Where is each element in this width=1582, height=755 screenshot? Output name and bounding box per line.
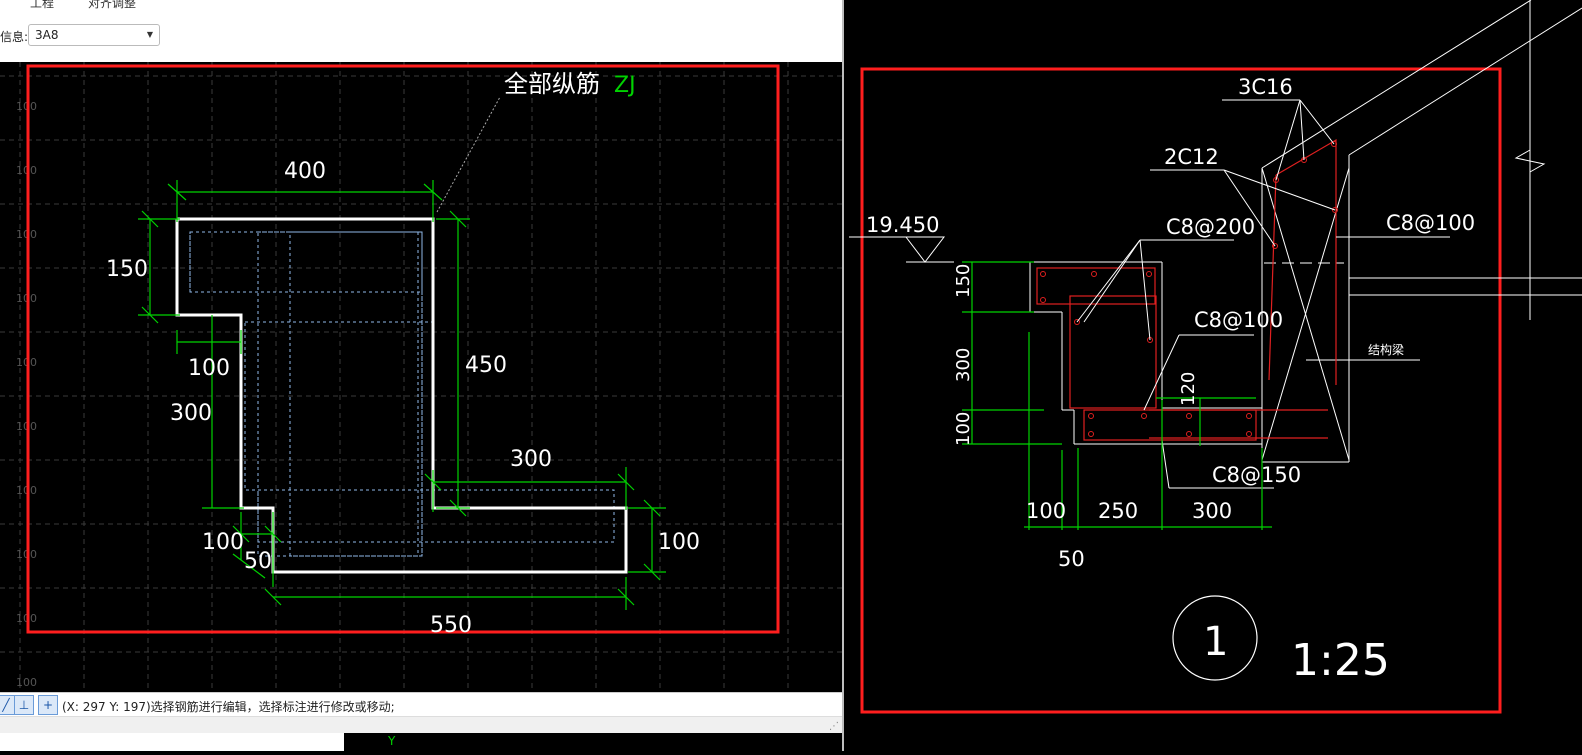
tab-align-adjust[interactable]: 对齐调整 [88, 0, 137, 10]
dim-50[interactable]: 50 [244, 549, 272, 574]
selection-frame [26, 64, 780, 634]
dim-450[interactable]: 450 [465, 353, 507, 378]
status-bar: ╱ ⊥ + (X: 297 Y: 197)选择钢筋进行编辑，选择标注进行修改或移… [0, 692, 842, 717]
callout-code: ZJ [614, 73, 636, 98]
elevation-triangle [904, 236, 946, 263]
elevation-value: 19.450 [866, 213, 939, 237]
rebar-c8-150: C8@150 [1212, 463, 1301, 487]
bottom-strip: ⋰ [0, 716, 842, 733]
rebar-2c12: 2C12 [1164, 145, 1219, 169]
status-hint: 选择钢筋进行编辑，选择标注进行修改或移动; [150, 700, 395, 714]
callout-label: 全部纵筋 [504, 70, 600, 98]
dim-400[interactable]: 400 [284, 159, 326, 184]
rebar-c8-200: C8@200 [1166, 215, 1255, 239]
info-label: 信息: [0, 30, 29, 44]
perpendicular-tool-icon[interactable]: ⊥ [14, 695, 34, 715]
panel-divider[interactable] [842, 0, 844, 751]
section-number: 1 [1203, 619, 1228, 665]
dim-300-left[interactable]: 300 [170, 401, 212, 426]
structural-beam-label: 结构梁 [1368, 342, 1404, 357]
lower-white-strip [0, 733, 344, 751]
dim-v100: 100 [953, 412, 974, 446]
chevron-down-icon: ▼ [146, 30, 153, 39]
rebar-c8-100-beam: C8@100 [1386, 211, 1475, 235]
status-message: (X: 297 Y: 197)选择钢筋进行编辑，选择标注进行修改或移动; [62, 698, 395, 715]
grid-label: 100 [16, 676, 37, 689]
y-axis-label: Y [388, 734, 396, 748]
dim-v300: 300 [953, 348, 974, 382]
dim-v120: 120 [1178, 372, 1199, 406]
reference-drawing-panel: 3C16 2C12 C8@200 C8@100 C8@100 C8@150 19… [844, 0, 1582, 751]
dim-h250: 250 [1098, 499, 1138, 523]
top-toolbar: 工程 对齐调整 [0, 0, 842, 17]
rebar-c8-100-slab: C8@100 [1194, 308, 1283, 332]
reference-frame [860, 67, 1502, 714]
callout-leaders [849, 99, 1450, 489]
status-coords: (X: 297 Y: 197) [62, 700, 151, 714]
dim-h300: 300 [1192, 499, 1232, 523]
ref-dimension-lines [962, 261, 1272, 530]
dim-100-top[interactable]: 100 [188, 356, 230, 381]
dim-v150: 150 [953, 264, 974, 298]
reference-drawing: 3C16 2C12 C8@200 C8@100 C8@100 C8@150 19… [849, 0, 1582, 714]
dim-h100: 100 [1026, 499, 1066, 523]
dim-100-right[interactable]: 100 [658, 530, 700, 555]
rebar-info-value: 3A8 [35, 28, 59, 42]
section-scale: 1:25 [1291, 635, 1390, 686]
dim-550[interactable]: 550 [430, 613, 472, 638]
add-dimension-tool-icon[interactable]: + [38, 695, 58, 715]
tab-project[interactable]: 工程 [30, 0, 55, 10]
dim-h50: 50 [1058, 547, 1085, 571]
lower-black-strip [344, 733, 842, 751]
section-marker-circle [1172, 595, 1258, 681]
rebar-3c16: 3C16 [1238, 75, 1293, 99]
resize-grip-icon[interactable]: ⋰ [829, 721, 839, 732]
rebar-dots [1040, 141, 1338, 437]
callout-leader [436, 96, 501, 213]
dim-100-bottom[interactable]: 100 [202, 530, 244, 555]
rebar-info-select[interactable]: 3A8 ▼ [28, 24, 160, 46]
dim-300-right[interactable]: 300 [510, 447, 552, 472]
structure-lines [1029, 0, 1582, 463]
dim-150[interactable]: 150 [106, 257, 148, 282]
dimension-lines [138, 180, 666, 610]
